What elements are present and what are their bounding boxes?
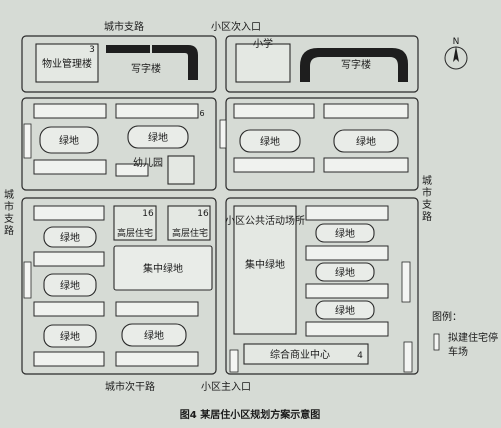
highrise-left [113,205,157,241]
legend-item-label: 拟建住宅停车场 [448,333,498,358]
green-label: 绿地 [148,131,168,144]
property-office-floors: 3 [89,45,95,55]
public-space-label: 小区公共活动场所 [225,214,305,227]
green-label: 绿地 [335,266,355,279]
block-southeast [225,197,419,375]
primary-school-site [235,43,291,83]
figure-caption: 图4 某居住小区规划方案示意图 [180,408,320,421]
green-southeast-2 [315,262,375,282]
row-houses-east-middle [233,103,409,173]
highrise-right [167,205,211,241]
green-label: 绿地 [335,227,355,240]
entrance-bottom-label: 小区主入口 [201,381,251,393]
green-label: 绿地 [144,329,164,342]
block-northwest [21,35,217,93]
central-green [113,245,213,291]
row-houses-southwest [33,205,199,367]
office-right-label: 写字楼 [341,58,371,71]
green-label: 绿地 [335,304,355,317]
green-southwest-1 [43,226,97,248]
green-label: 绿地 [60,279,80,292]
block-northeast [225,35,419,93]
property-office-label: 物业管理楼 [42,57,92,70]
north-arrow-icon [444,46,468,70]
road-right-label: 城市支路 [422,176,432,223]
property-office-building [35,43,99,83]
office-building-left-wing [152,45,198,80]
highrise-left-label: 高层住宅 [117,227,153,239]
green-label: 绿地 [260,135,280,148]
commercial-center-label: 综合商业中心 [270,348,330,361]
road-top-label: 城市支路 [104,20,144,33]
row-house-floors: 6 [199,109,204,118]
green-west-middle-1 [39,126,99,154]
green-label: 绿地 [59,134,79,147]
north-label: N [453,37,460,47]
entrance-top-label: 小区次入口 [211,20,261,33]
green-southeast-1 [315,223,375,243]
public-activity-space [233,205,297,335]
kindergarten-building [167,155,195,185]
primary-school-label: 小学 [253,37,273,50]
green-east-middle-2 [333,129,399,153]
office-building-right [300,48,408,82]
office-building-left [106,45,150,53]
legend-parking-swatch [433,333,440,351]
green-label: 绿地 [60,330,80,343]
commercial-center-floors: 4 [357,351,363,361]
block-southwest [21,197,217,375]
green-southeast-3 [315,300,375,320]
green-east-middle-1 [239,129,301,153]
green-west-middle-2 [127,125,189,149]
commercial-center [243,343,369,365]
highrise-left-floors: 16 [142,209,154,219]
green-label: 绿地 [356,135,376,148]
row-houses-west-middle [33,103,199,177]
highrise-right-floors: 16 [197,209,209,219]
block-west-middle [21,97,217,191]
green-southwest-4 [121,323,187,347]
green-label: 绿地 [60,231,80,244]
road-bottom-label: 城市次干路 [105,380,155,393]
green-southwest-3 [43,324,97,348]
office-left-label: 写字楼 [131,62,161,75]
highrise-right-label: 高层住宅 [172,227,208,239]
central-green-label: 集中绿地 [143,262,183,275]
legend-title: 图例： [432,310,462,323]
public-space-green-label: 集中绿地 [245,258,285,271]
row-houses-southeast [305,205,389,337]
road-left-label: 城市支路 [4,190,14,237]
green-southwest-2 [43,273,97,297]
kindergarten-label: 幼儿园 [133,156,163,169]
parking-bar [23,119,413,373]
